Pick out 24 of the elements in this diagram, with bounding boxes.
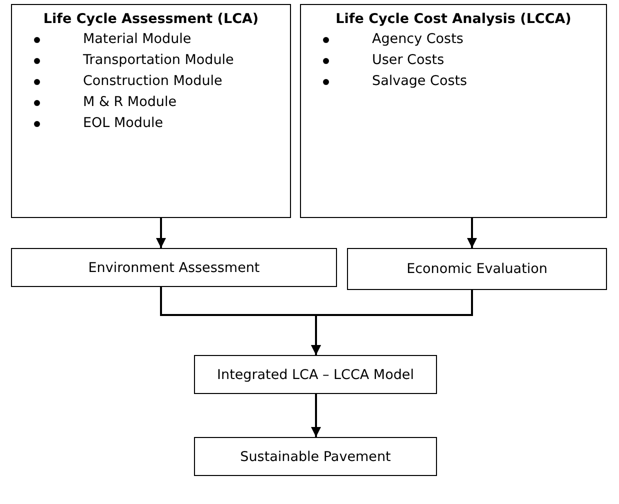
list-item: M & R Module <box>83 93 177 112</box>
box-heading: Life Cycle Assessment (LCA) <box>42 11 260 27</box>
arrow <box>467 218 477 248</box>
list-item: Salvage Costs <box>372 72 468 91</box>
box-label: Sustainable Pavement <box>240 448 391 464</box>
arrow <box>311 394 321 437</box>
box-label: Integrated LCA – LCCA Model <box>217 366 414 382</box>
process-box <box>347 248 607 290</box>
box-heading: Life Cycle Cost Analysis (LCCA) <box>334 11 572 27</box>
arrow <box>311 290 473 355</box>
box-label: Environment Assessment <box>88 260 260 276</box>
box-label: Economic Evaluation <box>406 261 548 277</box>
process-box <box>194 355 437 394</box>
list-box <box>11 4 291 218</box>
list-item: Construction Module <box>83 72 222 91</box>
process-box <box>11 248 337 287</box>
arrow <box>156 218 166 248</box>
process-box <box>194 437 437 476</box>
list-item: Transportation Module <box>83 51 234 70</box>
list-item: Agency Costs <box>372 30 464 49</box>
list-item: EOL Module <box>83 114 164 133</box>
list-item: Material Module <box>83 30 192 49</box>
list-box <box>300 4 607 218</box>
list-item: User Costs <box>372 51 444 70</box>
